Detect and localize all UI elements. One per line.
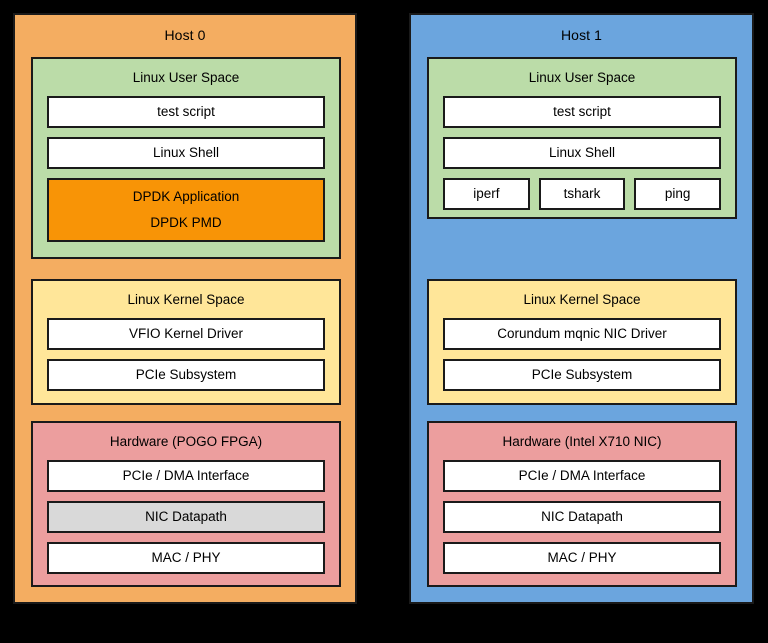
layer-title: Linux Kernel Space	[523, 292, 641, 307]
layer-title: Hardware (Intel X710 NIC)	[502, 434, 662, 449]
item-test-script[interactable]: test script	[47, 95, 325, 128]
item-dpdk-application[interactable]: DPDK Application DPDK PMD	[47, 177, 325, 242]
layer-body: PCIe / DMA Interface NIC Datapath MAC / …	[429, 459, 735, 586]
layer-title: Hardware (POGO FPGA)	[109, 434, 263, 449]
layer-title: Linux Kernel Space	[127, 292, 245, 307]
layer-body: VFIO Kernel Driver PCIe Subsystem	[33, 317, 339, 403]
layer-linux-user-space: Linux User Space test script Linux Shell…	[427, 57, 737, 219]
host-panel-host-1: Host 1 Linux User Space test script Linu…	[409, 13, 754, 604]
layer-linux-user-space: Linux User Space test script Linux Shell…	[31, 57, 341, 259]
layer-hardware: Hardware (POGO FPGA) PCIe / DMA Interfac…	[31, 421, 341, 587]
layer-hardware: Hardware (Intel X710 NIC) PCIe / DMA Int…	[427, 421, 737, 587]
host-panel-host-0: Host 0 Linux User Space test script Linu…	[13, 13, 357, 604]
item-pcie-subsystem[interactable]: PCIe Subsystem	[443, 358, 721, 391]
layer-title: Linux User Space	[528, 70, 636, 85]
item-iperf[interactable]: iperf	[443, 177, 530, 210]
dpdk-pmd-label: DPDK PMD	[150, 214, 222, 230]
layer-body: test script Linux Shell DPDK Application…	[33, 95, 339, 254]
item-corundum-mqnic-nic-driver[interactable]: Corundum mqnic NIC Driver	[443, 317, 721, 350]
item-ping[interactable]: ping	[634, 177, 722, 210]
layer-body: test script Linux Shell iperf tshark pin…	[429, 95, 735, 222]
host-title: Host 1	[560, 27, 603, 43]
item-linux-shell[interactable]: Linux Shell	[443, 136, 721, 169]
item-nic-datapath[interactable]: NIC Datapath	[443, 500, 721, 533]
layer-linux-kernel-space: Linux Kernel Space VFIO Kernel Driver PC…	[31, 279, 341, 405]
layer-linux-kernel-space: Linux Kernel Space Corundum mqnic NIC Dr…	[427, 279, 737, 405]
layer-body: PCIe / DMA Interface NIC Datapath MAC / …	[33, 459, 339, 586]
layer-body: Corundum mqnic NIC Driver PCIe Subsystem	[429, 317, 735, 403]
item-tshark[interactable]: tshark	[538, 177, 626, 210]
dpdk-application-label: DPDK Application	[132, 189, 240, 204]
item-vfio-kernel-driver[interactable]: VFIO Kernel Driver	[47, 317, 325, 350]
layer-title: Linux User Space	[132, 70, 240, 85]
item-pcie-dma-interface[interactable]: PCIe / DMA Interface	[47, 459, 325, 492]
tool-row: iperf tshark ping	[443, 177, 722, 210]
item-test-script[interactable]: test script	[443, 95, 721, 128]
item-pcie-subsystem[interactable]: PCIe Subsystem	[47, 358, 325, 391]
host-title: Host 0	[164, 27, 206, 43]
item-nic-datapath[interactable]: NIC Datapath	[47, 500, 325, 533]
item-mac-phy[interactable]: MAC / PHY	[443, 541, 721, 574]
item-linux-shell[interactable]: Linux Shell	[47, 136, 325, 169]
item-pcie-dma-interface[interactable]: PCIe / DMA Interface	[443, 459, 721, 492]
item-mac-phy[interactable]: MAC / PHY	[47, 541, 325, 574]
